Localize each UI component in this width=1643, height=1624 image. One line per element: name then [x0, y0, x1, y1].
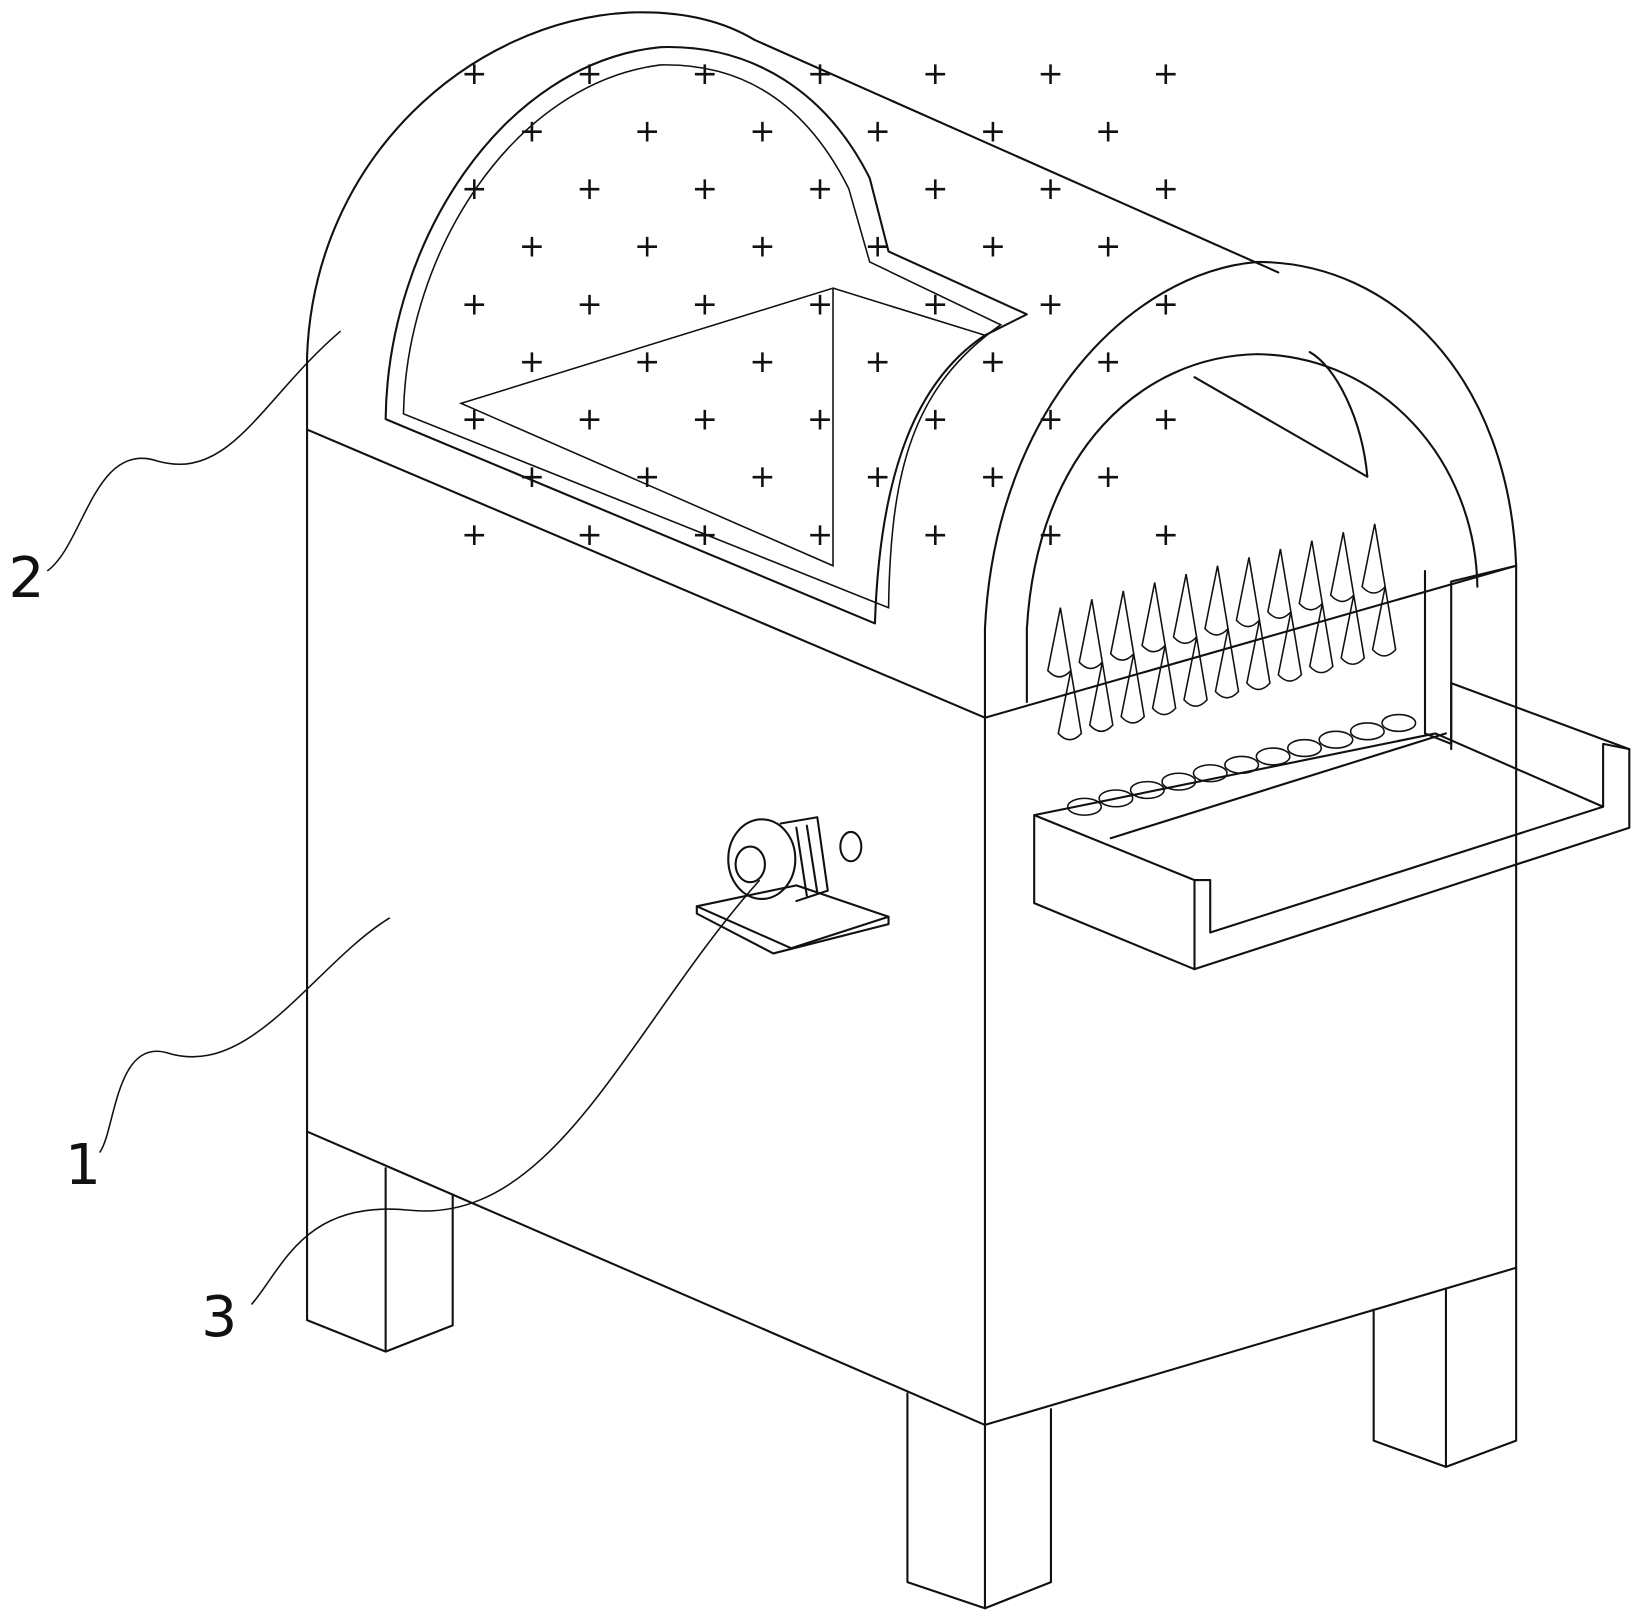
mesh-plus-mark: + [634, 229, 660, 265]
blade [1205, 566, 1228, 635]
mesh-plus-mark: + [749, 344, 775, 380]
mesh-plus-mark: + [1037, 402, 1063, 438]
mesh-plus-mark: + [807, 517, 833, 553]
mesh-plus-mark: + [807, 286, 833, 322]
roller-tooth [1256, 748, 1290, 765]
mesh-plus-mark: + [1153, 286, 1179, 322]
mesh-plus-mark: + [519, 229, 545, 265]
blade [1058, 671, 1081, 740]
blade [1341, 595, 1364, 664]
label-hood: 2 [8, 545, 44, 611]
motor [697, 817, 889, 953]
mesh-plus-mark: + [692, 517, 718, 553]
mesh-plus-mark: + [576, 517, 602, 553]
label-motor: 3 [201, 1284, 237, 1350]
mesh-plus-mark: + [692, 171, 718, 207]
mesh-plus-mark: + [519, 344, 545, 380]
mesh-plus-mark: + [519, 459, 545, 495]
mesh-plus-mark: + [980, 113, 1006, 149]
label-body: 1 [65, 1132, 101, 1198]
blade [1079, 599, 1102, 668]
mesh-plus-mark: + [461, 517, 487, 553]
mesh-plus-mark: + [634, 459, 660, 495]
mesh-pattern: + + + + + + + + + + + + + + + + + + + + + + + + + + + + + + + + + + + + + + + +… [461, 56, 1179, 553]
mesh-plus-mark: + [807, 171, 833, 207]
mesh-plus-mark: + [749, 229, 775, 265]
mesh-plus-mark: + [807, 56, 833, 92]
mesh-plus-mark: + [576, 56, 602, 92]
mesh-plus-mark: + [1095, 344, 1121, 380]
blade [1331, 532, 1354, 601]
mesh-plus-mark: + [1153, 171, 1179, 207]
mesh-plus-mark: + [1153, 56, 1179, 92]
blade [1278, 612, 1301, 681]
mesh-plus-mark: + [807, 402, 833, 438]
blade [1310, 603, 1333, 672]
legs [307, 1132, 1516, 1609]
mesh-plus-mark: + [922, 171, 948, 207]
blade [1153, 645, 1176, 714]
hood [307, 12, 1516, 717]
roller-tooth [1288, 740, 1322, 757]
mesh-plus-mark: + [461, 402, 487, 438]
blade [1236, 557, 1259, 626]
mesh-plus-mark: + [1037, 56, 1063, 92]
blade [1373, 587, 1396, 656]
mesh-plus-mark: + [922, 402, 948, 438]
mesh-plus-mark: + [1153, 402, 1179, 438]
blade [1299, 541, 1322, 610]
mesh-plus-mark: + [1095, 113, 1121, 149]
mesh-plus-mark: + [1037, 171, 1063, 207]
mesh-plus-mark: + [634, 344, 660, 380]
mesh-plus-mark: + [1095, 229, 1121, 265]
mesh-plus-mark: + [1095, 459, 1121, 495]
mesh-plus-mark: + [692, 286, 718, 322]
blade [1142, 583, 1165, 652]
mesh-plus-mark: + [461, 171, 487, 207]
discharge-tray [1034, 566, 1629, 969]
blade [1247, 620, 1270, 689]
mesh-plus-mark: + [576, 286, 602, 322]
mesh-plus-mark: + [576, 171, 602, 207]
roller-tooth [1351, 723, 1385, 740]
mesh-plus-mark: + [461, 56, 487, 92]
blade [1215, 629, 1238, 698]
mesh-plus-mark: + [1153, 517, 1179, 553]
blade [1048, 608, 1071, 677]
mesh-plus-mark: + [461, 286, 487, 322]
machine-body [307, 430, 1516, 1425]
mesh-plus-mark: + [749, 113, 775, 149]
blade [1268, 549, 1291, 618]
mesh-plus-mark: + [922, 56, 948, 92]
mesh-plus-mark: + [749, 459, 775, 495]
blade [1174, 574, 1197, 643]
mesh-plus-mark: + [692, 402, 718, 438]
mesh-plus-mark: + [576, 402, 602, 438]
mesh-plus-mark: + [980, 459, 1006, 495]
blade [1111, 591, 1134, 660]
mesh-plus-mark: + [864, 344, 890, 380]
blade [1184, 637, 1207, 706]
mesh-plus-mark: + [922, 286, 948, 322]
mesh-plus-mark: + [980, 229, 1006, 265]
roller-tooth [1319, 731, 1353, 748]
mesh-plus-mark: + [864, 459, 890, 495]
mesh-plus-mark: + [864, 113, 890, 149]
mesh-plus-mark: + [634, 113, 660, 149]
roller-tooth [1382, 715, 1416, 732]
blade [1362, 524, 1385, 593]
blade [1121, 654, 1144, 723]
blades [1048, 524, 1416, 815]
mesh-plus-mark: + [1037, 517, 1063, 553]
blade [1090, 662, 1113, 731]
mesh-plus-mark: + [864, 229, 890, 265]
mesh-plus-mark: + [1037, 286, 1063, 322]
mesh-plus-mark: + [519, 113, 545, 149]
mesh-plus-mark: + [922, 517, 948, 553]
mesh-plus-mark: + [692, 56, 718, 92]
mesh-plus-mark: + [980, 344, 1006, 380]
